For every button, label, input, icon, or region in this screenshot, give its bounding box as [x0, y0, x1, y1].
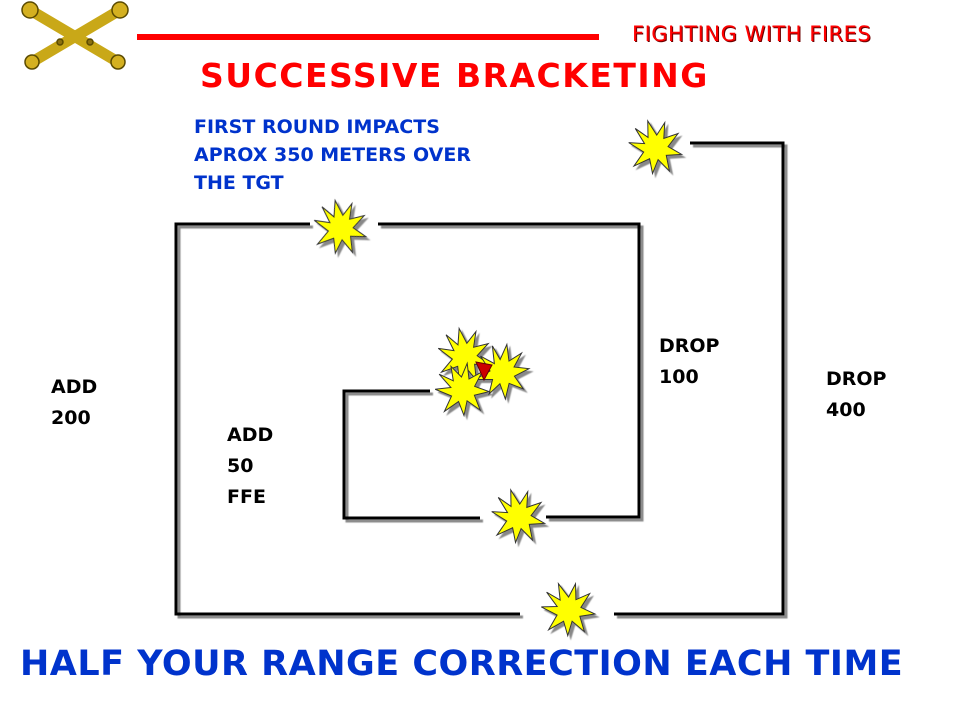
- label-add-50-ffe: ADD 50 FFE: [227, 424, 274, 508]
- burst-round-4: [491, 488, 547, 545]
- first-round-note: FIRST ROUND IMPACTS APROX 350 METERS OVE…: [194, 113, 471, 197]
- org-title: FIGHTING WITH FIRES: [632, 22, 872, 46]
- burst-ffe-2: [473, 342, 531, 401]
- burst-round-1: [628, 119, 684, 176]
- page-title: SUCCESSIVE BRACKETING: [200, 56, 709, 95]
- target-marker: [475, 361, 493, 382]
- burst-round-2: [313, 198, 368, 255]
- note-line-2: APROX 350 METERS OVER: [194, 144, 471, 166]
- bracket-add-200-left: [174, 222, 520, 616]
- note-line-3: THE TGT: [194, 172, 284, 194]
- burst-round-3: [541, 581, 597, 638]
- label-drop-100: DROP 100: [659, 335, 720, 388]
- bracket-drop-400: [614, 141, 785, 616]
- crossed-cannons-icon: [21, 1, 129, 70]
- burst-ffe-3: [434, 361, 491, 418]
- label-drop-400: DROP 400: [826, 368, 887, 421]
- footer-caption: HALF YOUR RANGE CORRECTION EACH TIME: [20, 644, 904, 684]
- title-divider: [137, 34, 599, 40]
- label-add-200: ADD 200: [51, 376, 98, 429]
- bracket-add-50: [342, 389, 480, 520]
- bracket-drop-100: [378, 222, 641, 519]
- note-line-1: FIRST ROUND IMPACTS: [194, 116, 440, 138]
